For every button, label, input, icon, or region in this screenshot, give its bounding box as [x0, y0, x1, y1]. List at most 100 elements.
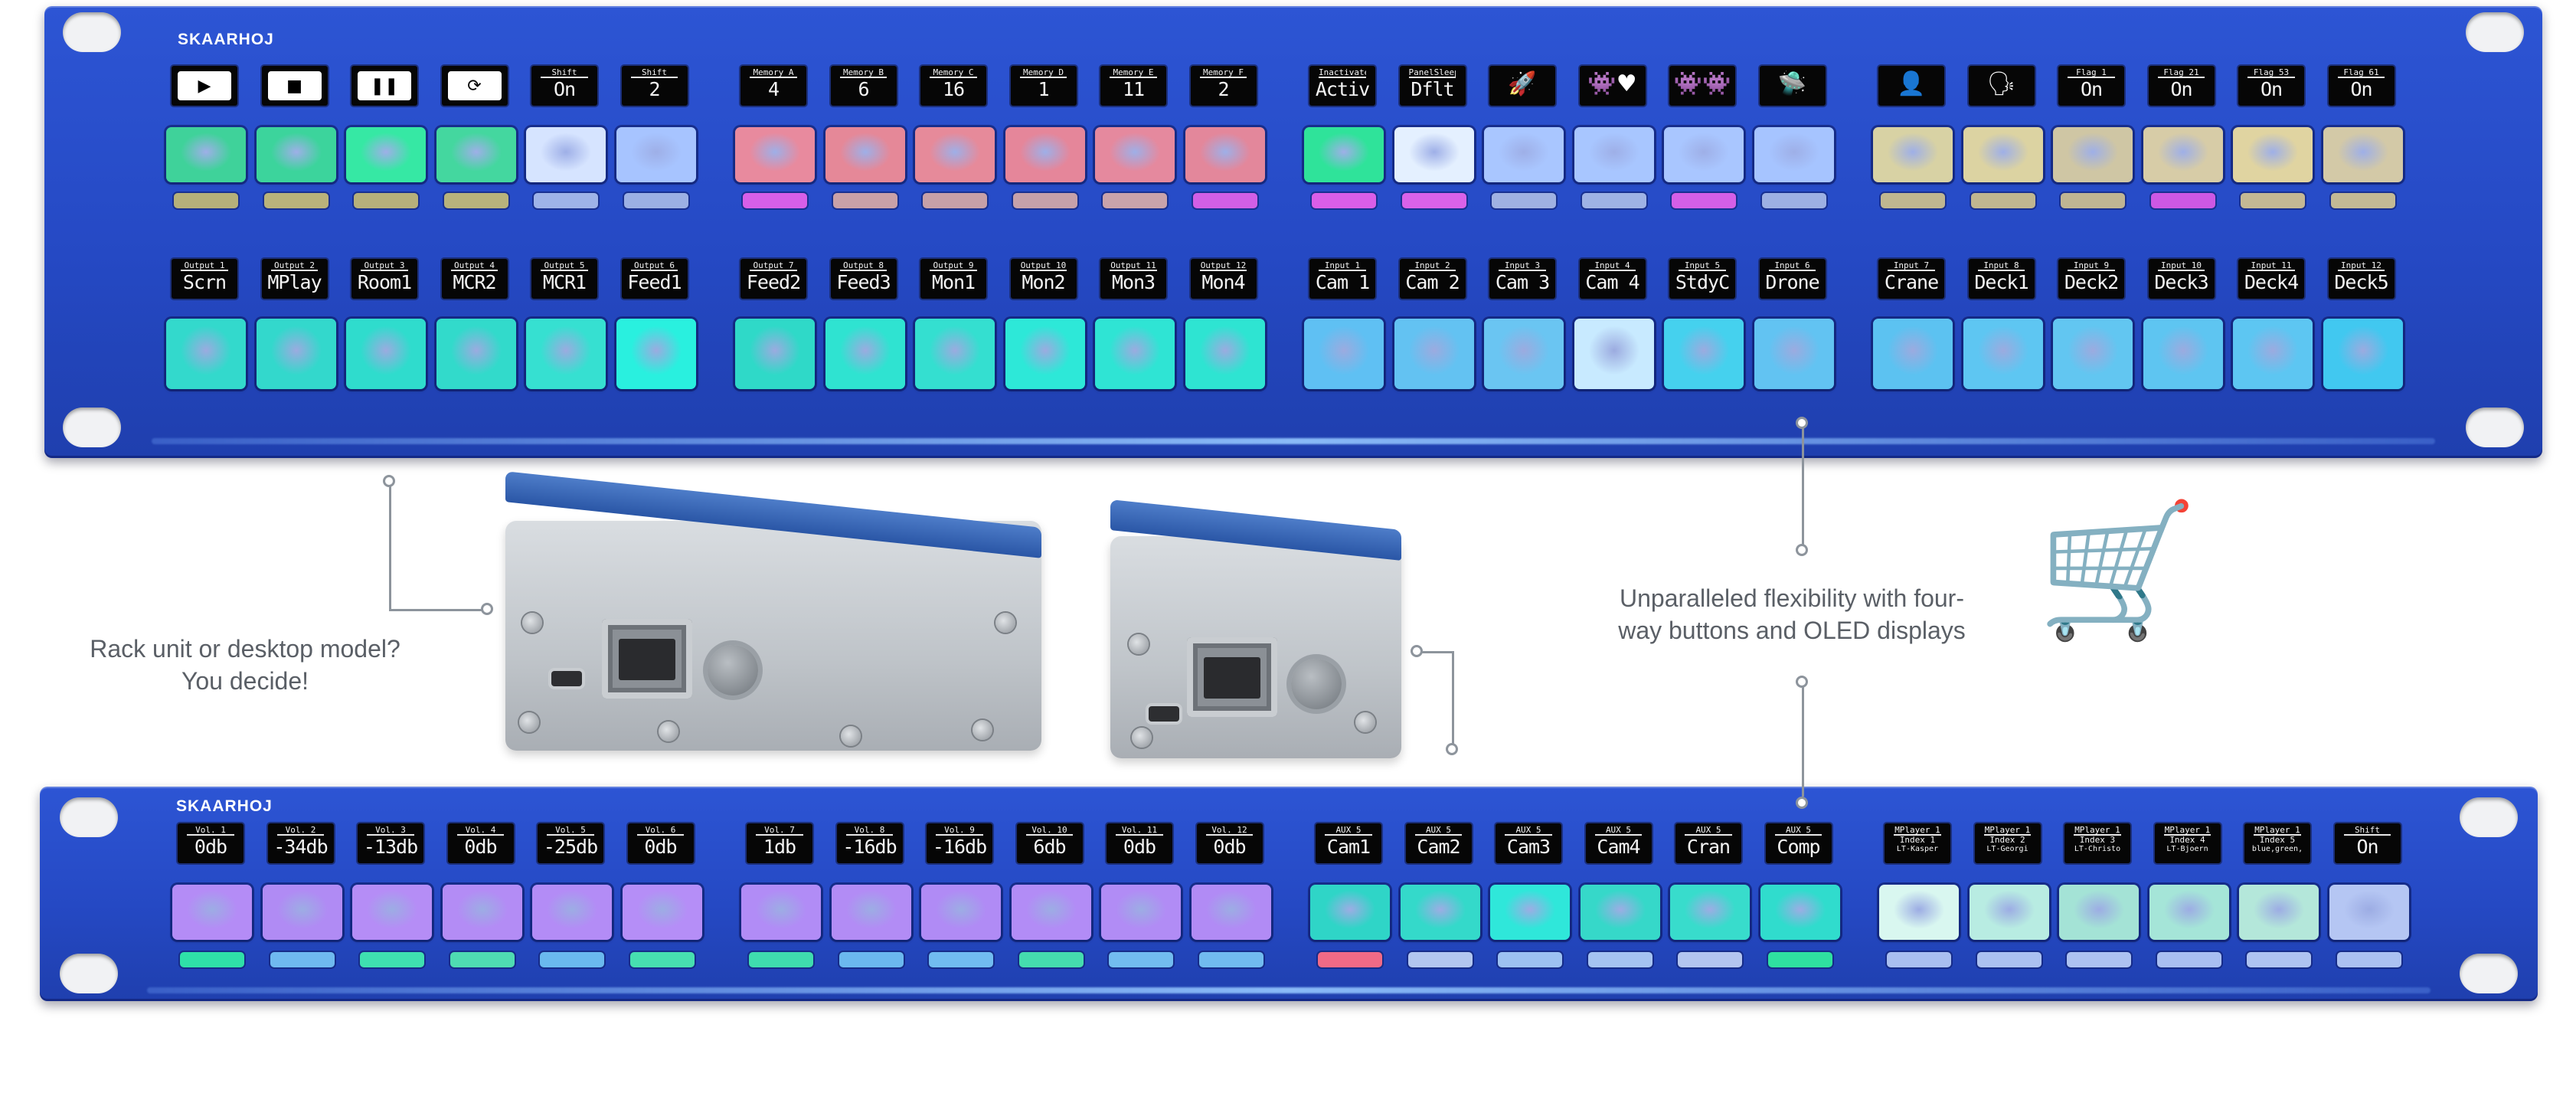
illuminated-button[interactable]	[915, 127, 995, 182]
illuminated-button[interactable]	[2143, 127, 2223, 182]
illuminated-button[interactable]	[825, 127, 905, 182]
illuminated-button[interactable]	[532, 885, 612, 940]
led-indicator-strip	[1581, 193, 1646, 208]
illuminated-button[interactable]	[526, 127, 606, 182]
illuminated-button[interactable]	[1310, 885, 1390, 940]
usb-port	[551, 671, 582, 686]
illuminated-button[interactable]	[2329, 885, 2409, 940]
illuminated-button[interactable]	[172, 885, 252, 940]
led-indicator-strip	[1976, 952, 2042, 967]
illuminated-button[interactable]	[1574, 127, 1654, 182]
illuminated-button[interactable]	[1873, 127, 1953, 182]
illuminated-button[interactable]	[735, 127, 815, 182]
illuminated-button[interactable]	[2059, 885, 2139, 940]
illuminated-button[interactable]	[256, 319, 336, 389]
illuminated-button[interactable]	[1304, 127, 1384, 182]
illuminated-button[interactable]	[2143, 319, 2223, 389]
display-caption: Input 6	[1768, 261, 1816, 271]
illuminated-button[interactable]	[1760, 885, 1840, 940]
illuminated-button[interactable]	[2053, 319, 2133, 389]
illuminated-button[interactable]	[2149, 885, 2229, 940]
led-indicator-strip	[1587, 952, 1652, 967]
display-value: Deck2	[2064, 271, 2119, 293]
desktop-unit-large	[505, 471, 1041, 751]
annotation-rack-or-desktop: Rack unit or desktop model? You decide!	[69, 633, 421, 697]
illuminated-button[interactable]	[1304, 319, 1384, 389]
illuminated-button[interactable]	[2239, 885, 2319, 940]
led-indicator-strip	[929, 952, 993, 967]
illuminated-button[interactable]	[1963, 127, 2043, 182]
illuminated-button[interactable]	[442, 885, 522, 940]
illuminated-button[interactable]	[436, 127, 516, 182]
illuminated-button[interactable]	[1185, 127, 1265, 182]
illuminated-button[interactable]	[352, 885, 432, 940]
illuminated-button[interactable]	[1005, 127, 1085, 182]
illuminated-button[interactable]	[1664, 319, 1744, 389]
oled-display: 👤	[1878, 66, 1944, 106]
illuminated-button[interactable]	[1484, 127, 1564, 182]
illuminated-button[interactable]	[2233, 127, 2313, 182]
illuminated-button[interactable]	[1664, 127, 1744, 182]
illuminated-button[interactable]	[1873, 319, 1953, 389]
illuminated-button[interactable]	[1969, 885, 2049, 940]
oled-display: Vol. 9-16db	[927, 823, 992, 863]
display-value: 4	[767, 78, 780, 100]
illuminated-button[interactable]	[436, 319, 516, 389]
illuminated-button[interactable]	[1400, 885, 1480, 940]
display-value: MCR1	[542, 271, 587, 293]
illuminated-button[interactable]	[1101, 885, 1181, 940]
illuminated-button[interactable]	[915, 319, 995, 389]
illuminated-button[interactable]	[1191, 885, 1271, 940]
illuminated-button[interactable]	[1095, 319, 1175, 389]
illuminated-button[interactable]	[1754, 319, 1834, 389]
illuminated-button[interactable]	[825, 319, 905, 389]
illuminated-button[interactable]	[1670, 885, 1750, 940]
display-value: 0db	[194, 836, 227, 858]
illuminated-button[interactable]	[1490, 885, 1570, 940]
illuminated-button[interactable]	[346, 319, 426, 389]
illuminated-button[interactable]	[2323, 127, 2403, 182]
illuminated-button[interactable]	[526, 319, 606, 389]
illuminated-button[interactable]	[1754, 127, 1834, 182]
illuminated-button[interactable]	[1394, 127, 1474, 182]
illuminated-button[interactable]	[346, 127, 426, 182]
illuminated-button[interactable]	[616, 319, 696, 389]
illuminated-button[interactable]	[1580, 885, 1660, 940]
illuminated-button[interactable]	[831, 885, 911, 940]
illuminated-button[interactable]	[921, 885, 1001, 940]
illuminated-button[interactable]	[1963, 319, 2043, 389]
display-caption: Output 9	[930, 261, 977, 271]
illuminated-button[interactable]	[1879, 885, 1959, 940]
illuminated-button[interactable]	[1095, 127, 1175, 182]
illuminated-button[interactable]	[1574, 319, 1654, 389]
illuminated-button[interactable]	[1394, 319, 1474, 389]
illuminated-button[interactable]	[166, 319, 246, 389]
illuminated-button[interactable]	[256, 127, 336, 182]
illuminated-button[interactable]	[616, 127, 696, 182]
illuminated-button[interactable]	[735, 319, 815, 389]
illuminated-button[interactable]	[1011, 885, 1091, 940]
display-value: Cam1	[1326, 836, 1371, 858]
display-value: Cam 3	[1495, 271, 1550, 293]
led-indicator-strip	[839, 952, 904, 967]
illuminated-button[interactable]	[262, 885, 342, 940]
panel-light-bar	[152, 438, 2435, 444]
illuminated-button[interactable]	[2233, 319, 2313, 389]
illuminated-button[interactable]	[2053, 127, 2133, 182]
display-value: On	[553, 78, 576, 100]
illuminated-button[interactable]	[166, 127, 246, 182]
illuminated-button[interactable]	[741, 885, 821, 940]
illuminated-button[interactable]	[622, 885, 702, 940]
illuminated-button[interactable]	[2323, 319, 2403, 389]
illuminated-button[interactable]	[1185, 319, 1265, 389]
illuminated-button[interactable]	[1484, 319, 1564, 389]
display-value: Deck5	[2334, 271, 2388, 293]
led-indicator-strip	[1678, 952, 1742, 967]
illuminated-button[interactable]	[1005, 319, 1085, 389]
